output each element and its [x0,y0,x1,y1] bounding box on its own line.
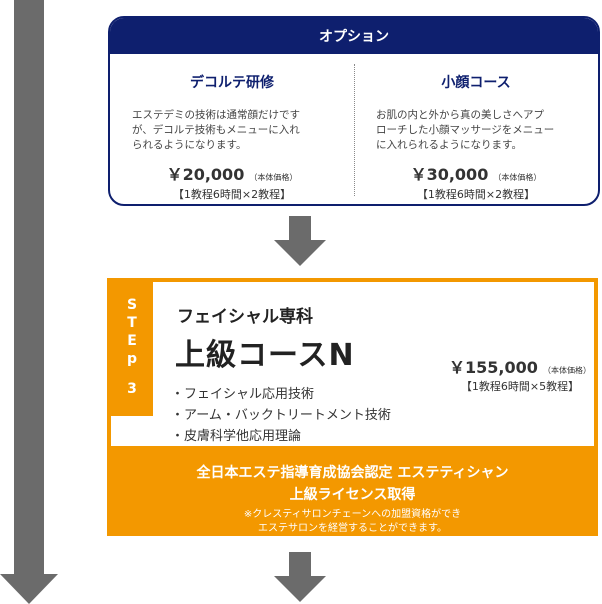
option-terms: 【1教程6時間×2教程】 [416,188,536,201]
step-letter: E [127,333,137,349]
option-terms: 【1教程6時間×2教程】 [172,188,292,201]
course-details: S T E p 3 フェイシャル専科 上級コースN ￥155,000 （本体価格… [107,278,598,450]
step-letter: T [127,315,137,331]
course-subtitle: フェイシャル専科 [177,307,313,327]
price-tax-note: （本体価格） [493,173,542,182]
note-line: ※クレスティサロンチェーンへの加盟資格ができ [243,509,462,520]
desc-line: お肌の内と外から真の美しさへアプ [376,109,544,121]
desc-line: に入れられるようになります。 [376,139,522,151]
arrow-head [274,576,326,602]
course-price: ￥155,000 （本体価格） 【1教程6時間×5教程】 [445,354,595,394]
arrow-shaft [14,0,44,578]
option-small-face: 小顔コース お肌の内と外から真の美しさへアプ ローチした小顔マッサージをメニュー… [354,56,598,202]
step-letter: S [126,297,138,313]
list-item: フェイシャル応用技術 [171,384,391,405]
price-tax-note: （本体価格） [249,173,298,182]
option-title: 小顔コース [441,75,511,91]
option-decollete: デコルテ研修 エステデミの技術は通常顔だけです が、デコルテ技術もメニューに入れ… [110,56,354,202]
arrow-head [274,240,326,266]
license-line: 全日本エステ指導育成協会認定 エステティシャン [196,465,509,481]
arrow-shaft [289,216,311,240]
options-panel: オプション デコルテ研修 エステデミの技術は通常顔だけです が、デコルテ技術もメ… [108,16,600,206]
option-price: ￥30,000 （本体価格） [354,161,598,185]
option-description: エステデミの技術は通常顔だけです が、デコルテ技術もメニューに入れ られるように… [132,108,336,153]
step-3-course: S T E p 3 フェイシャル専科 上級コースN ￥155,000 （本体価格… [107,278,598,536]
down-arrow-icon [0,0,60,604]
option-title: デコルテ研修 [190,75,274,91]
step-number: 3 [127,381,137,397]
course-title: 上級コースN [175,338,355,373]
arrow-shaft [289,552,311,576]
note-line: エステサロンを経営することができます。 [258,523,447,534]
down-arrow-icon [274,552,326,604]
price-tax-note: （本体価格） [542,366,591,375]
options-header: オプション [110,18,598,54]
step-letter: p [126,351,138,367]
desc-line: られるようになります。 [132,139,247,151]
price-amount: ￥30,000 [410,165,489,184]
option-price: ￥20,000 （本体価格） [110,161,354,185]
course-topics: フェイシャル応用技術 アーム・バックトリートメント技術 皮膚科学他応用理論 [171,384,391,447]
desc-line: ローチした小顔マッサージをメニュー [376,124,555,136]
desc-line: エステデミの技術は通常顔だけです [132,109,300,121]
step-tab: S T E p 3 [111,282,153,416]
list-item: アーム・バックトリートメント技術 [171,405,391,426]
license-banner: 全日本エステ指導育成協会認定 エステティシャン 上級ライセンス取得 ※クレスティ… [107,450,598,536]
list-item: 皮膚科学他応用理論 [171,426,391,447]
column-divider [354,64,355,196]
desc-line: が、デコルテ技術もメニューに入れ [132,124,300,136]
down-arrow-icon [274,216,326,268]
license-note: ※クレスティサロンチェーンへの加盟資格ができ エステサロンを経営することができま… [107,508,598,536]
price-amount: ￥155,000 [449,358,538,377]
price-amount: ￥20,000 [166,165,245,184]
course-terms: 【1教程6時間×5教程】 [460,380,580,393]
license-title: 上級ライセンス取得 [289,487,416,503]
option-description: お肌の内と外から真の美しさへアプ ローチした小顔マッサージをメニュー に入れられ… [376,108,580,153]
arrow-head [0,574,58,604]
